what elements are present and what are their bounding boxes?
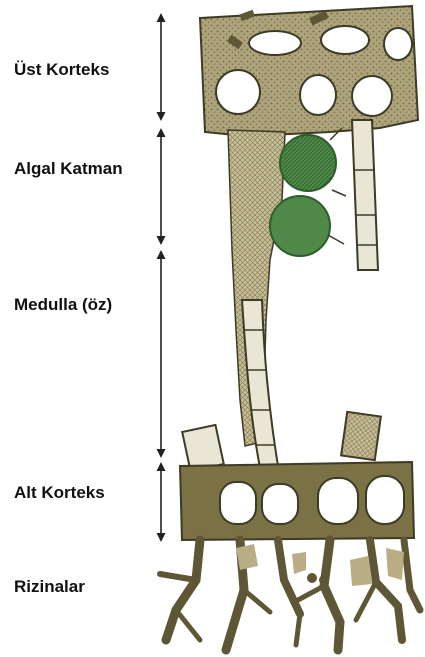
upper-cortex <box>200 6 418 136</box>
lower-cortex-cell <box>220 482 256 524</box>
lower-cortex-cell <box>366 476 404 524</box>
hyphal-stump <box>341 412 381 460</box>
label-medulla: Medulla (öz) <box>14 295 112 315</box>
layer-brackets <box>157 13 166 542</box>
side-hypha <box>352 120 378 270</box>
cortex-cell <box>352 76 392 116</box>
cortex-cell <box>300 75 336 115</box>
label-algal-layer: Algal Katman <box>14 159 123 179</box>
lower-cortex <box>180 412 414 540</box>
cortex-cell <box>249 31 301 55</box>
hyphal-stump <box>182 425 224 471</box>
cortex-cell <box>216 70 260 114</box>
label-rhizines: Rizinalar <box>14 577 85 597</box>
algal-cell <box>280 135 336 191</box>
cortex-cell <box>321 26 369 54</box>
lower-cortex-cell <box>318 478 358 524</box>
cortex-cell <box>384 28 412 60</box>
label-upper-cortex: Üst Korteks <box>14 60 109 80</box>
lower-cortex-cell <box>262 484 298 524</box>
rhizines <box>160 540 420 650</box>
algal-cell <box>270 196 330 256</box>
label-lower-cortex: Alt Korteks <box>14 483 105 503</box>
